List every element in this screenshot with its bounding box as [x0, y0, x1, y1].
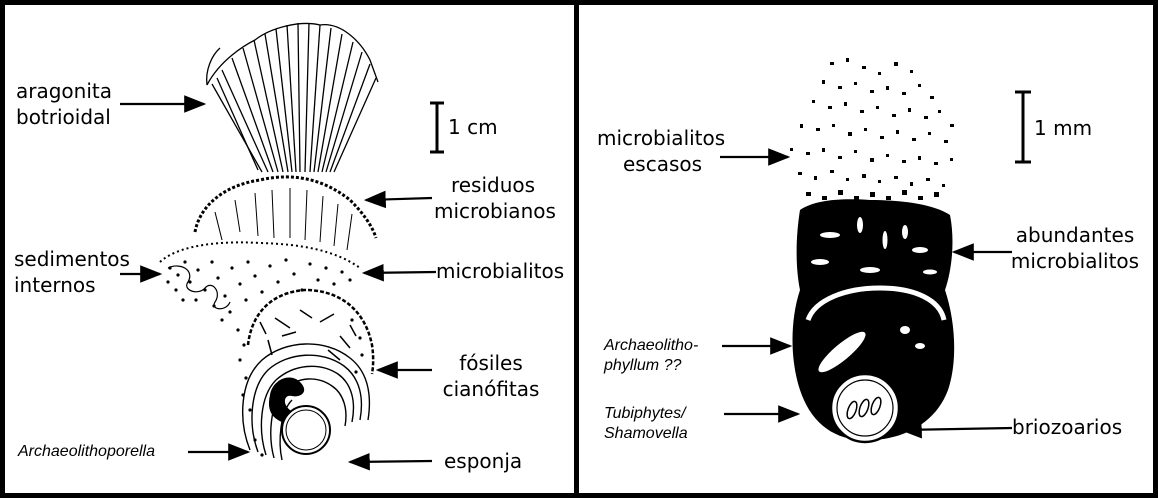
abundantes-microbialitos-band: [797, 199, 953, 290]
sediment-scribble: [168, 266, 230, 309]
scale-label-cm: 1 cm: [448, 114, 498, 140]
label-briozoarios: briozoarios: [1012, 414, 1122, 440]
label-sedimentos: sedimentos internos: [14, 246, 130, 298]
label-archaeolithophyllum: Archaeolitho- phyllum ??: [604, 336, 698, 376]
label-fosiles: fósiles cianófitas: [436, 350, 546, 402]
label-microbialitos-escasos: microbialitos escasos: [597, 125, 725, 177]
label-aragonita: aragonita botrioidal: [16, 78, 112, 130]
scale-label-mm: 1 mm: [1034, 115, 1092, 141]
scale-bar-mm: [1015, 92, 1031, 162]
arrow-briozoarios: [902, 428, 1012, 430]
label-microbialitos-left: microbialitos: [436, 258, 564, 284]
arrow-esponja: [350, 461, 432, 462]
scale-bar-cm: [430, 103, 444, 152]
tubiphytes-bryozoan: [831, 374, 899, 442]
aragonita-fan: [207, 23, 378, 172]
label-esponja: esponja: [444, 448, 522, 474]
sponge-circle: [282, 406, 330, 454]
arrow-residuos: [366, 198, 432, 200]
arrow-microbialitos-left: [364, 272, 436, 273]
label-residuos: residuos microbianos: [434, 172, 552, 224]
label-abundantes: abundantes microbialitos: [1010, 222, 1140, 274]
microbialitos-escasos-specks: [790, 58, 954, 200]
label-archaeolithoporella: Archaeolithoporella: [18, 442, 155, 462]
label-tubiphytes: Tubiphytes/ Shamovella: [604, 404, 688, 444]
residuos-arc: [195, 177, 376, 250]
